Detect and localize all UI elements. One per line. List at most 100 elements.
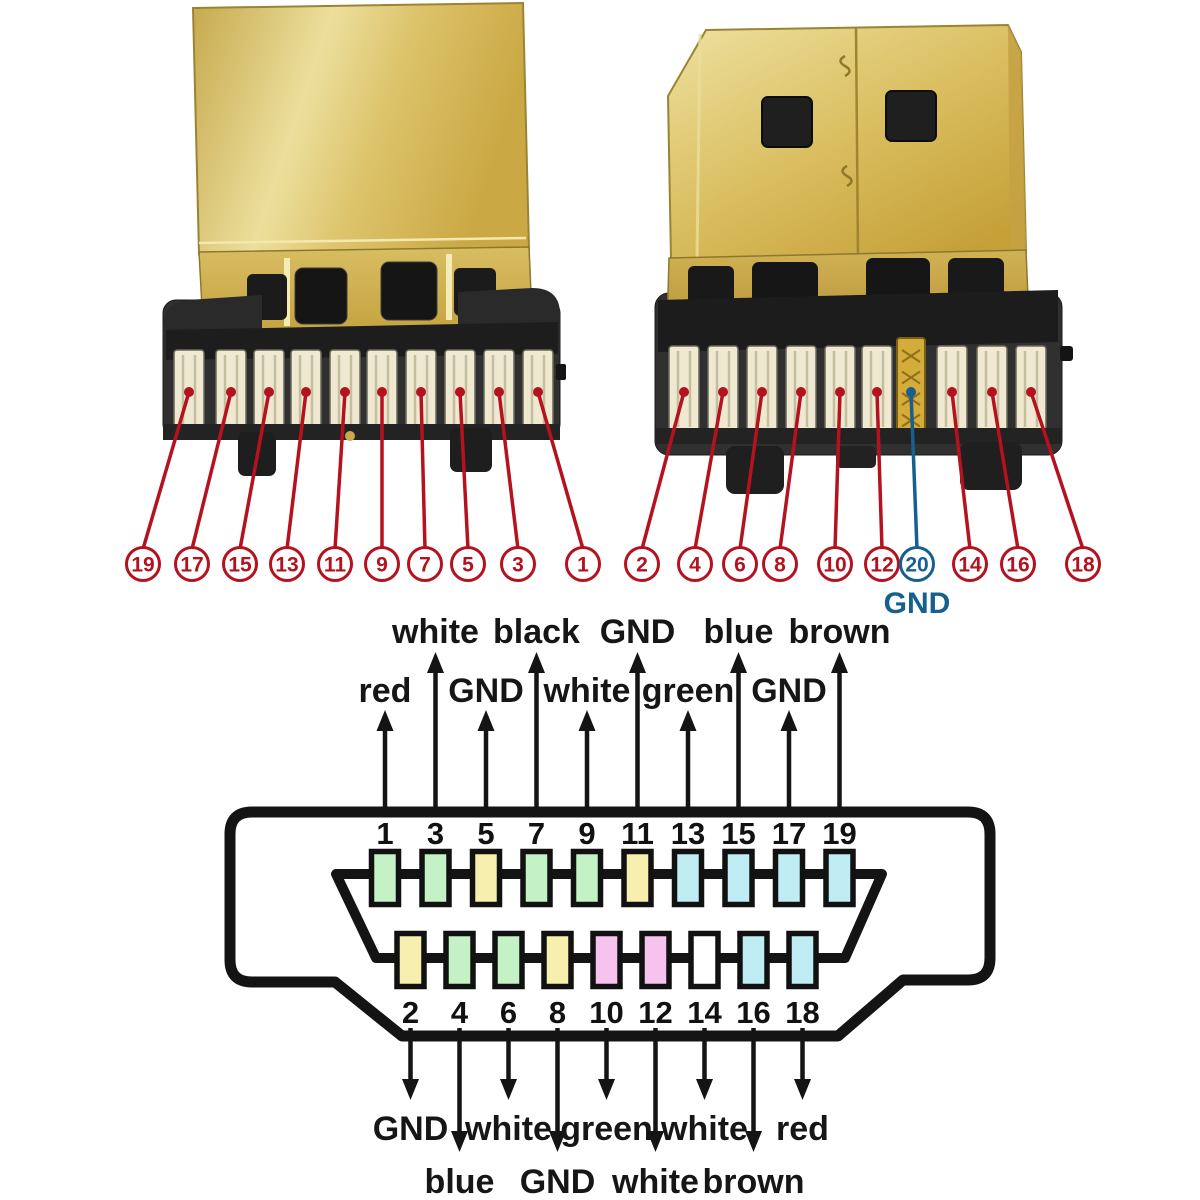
pin-callout-7 — [407, 546, 443, 582]
down-arrowhead — [549, 1131, 566, 1152]
pin-number-10: 10 — [589, 995, 623, 1030]
pin-callout-number: 15 — [228, 554, 252, 577]
pin-callout-1 — [565, 546, 601, 582]
pin-number-8: 8 — [549, 995, 566, 1030]
pin-callout-number: 17 — [180, 554, 203, 577]
pin-callout-19 — [125, 546, 161, 582]
down-arrowhead — [647, 1131, 664, 1152]
leader-dot — [947, 387, 957, 397]
pin-callout-number: 19 — [131, 554, 154, 577]
pin-callout-9 — [364, 546, 400, 582]
leader-line-pin-13 — [285, 391, 308, 550]
pin-callout-number: 12 — [870, 554, 893, 577]
plate-edge-highlight — [198, 236, 527, 245]
right-connector-photo — [654, 23, 1073, 494]
top-wire-arrows: redwhiteGNDblackwhiteGNDgreenblueGNDbrow… — [359, 613, 891, 814]
latch-cutout — [380, 261, 438, 321]
pin-callout-12 — [864, 546, 900, 582]
pin-number-14: 14 — [687, 995, 722, 1030]
leader-line-pin-7 — [419, 391, 427, 550]
pin-box-14 — [688, 930, 721, 990]
leader-dot — [416, 387, 426, 397]
pin-callout-number: 3 — [512, 554, 524, 577]
pin-callout-number: 7 — [419, 554, 431, 577]
wire-color-label-pin-15: blue — [704, 613, 774, 651]
pin-callout-5 — [450, 546, 486, 582]
pin-box-17 — [772, 848, 806, 908]
leader-line-pin-1 — [536, 391, 585, 550]
leader-dot — [1026, 387, 1036, 397]
leader-dot — [796, 387, 806, 397]
wire-color-label-pin-18: red — [776, 1110, 829, 1148]
leader-line-pin-16 — [990, 391, 1020, 550]
mount-foot — [960, 442, 1022, 490]
pin-number-7: 7 — [528, 816, 545, 851]
gold-screw — [345, 431, 355, 441]
wire-color-label-pin-1: red — [359, 672, 412, 710]
pin-callout-20 — [899, 546, 935, 582]
down-arrowhead — [794, 1079, 811, 1100]
up-arrowhead — [629, 652, 646, 673]
wire-color-label-pin-11: GND — [600, 613, 676, 651]
up-arrowhead — [679, 710, 697, 731]
pin-number-16: 16 — [736, 995, 770, 1030]
down-arrowhead — [696, 1079, 713, 1100]
gnd-shield-callout: GND — [884, 587, 951, 620]
down-arrowhead — [745, 1131, 762, 1152]
pin-box-4 — [443, 930, 476, 990]
stamp-mark — [841, 164, 853, 188]
wire-color-label-pin-9: white — [543, 672, 631, 710]
pin-callout-6 — [722, 546, 758, 582]
up-arrowhead — [831, 652, 848, 673]
pin-box-16 — [737, 930, 770, 990]
leader-line-pin-14 — [950, 391, 972, 550]
wire-color-label-pin-5: GND — [448, 672, 524, 710]
leader-dot — [264, 387, 274, 397]
pin-box-11 — [621, 848, 654, 908]
pin-box-18 — [786, 930, 819, 990]
leader-dot — [987, 387, 997, 397]
leader-line-pin-4 — [693, 391, 725, 550]
pin-callout-number: 1 — [577, 554, 589, 577]
leader-dot — [494, 387, 504, 397]
down-arrowhead — [402, 1079, 419, 1100]
pin-box-3 — [419, 848, 452, 908]
up-arrowhead — [376, 710, 394, 731]
shell-seam — [854, 27, 860, 257]
wire-color-label-pin-19: brown — [789, 613, 891, 651]
pin-box-19 — [823, 848, 856, 908]
pin-callout-number: 9 — [376, 554, 388, 577]
pin-box-15 — [722, 848, 755, 908]
pin-box-10 — [590, 930, 623, 990]
base-top-band — [658, 290, 1058, 352]
pin-callout-13 — [269, 546, 305, 582]
leader-dot — [455, 387, 465, 397]
down-arrowhead — [451, 1131, 468, 1152]
wire-color-label-pin-10: green — [560, 1110, 653, 1148]
gold-plug-body — [666, 23, 1028, 262]
wire-color-label-pin-17: GND — [751, 672, 827, 710]
latch-cutout — [294, 267, 348, 325]
pin-callout-4 — [677, 546, 713, 582]
leader-dot — [340, 387, 350, 397]
wire-color-label-pin-16: brown — [703, 1163, 805, 1200]
pin-callout-10 — [817, 546, 853, 582]
wire-color-label-pin-2: GND — [373, 1110, 449, 1148]
leader-line-pin-18 — [1029, 391, 1085, 550]
leader-line-pin-11 — [333, 391, 347, 550]
pin-callout-number: 13 — [275, 554, 298, 577]
leader-line-pin-3 — [497, 391, 520, 550]
pin-number-5: 5 — [477, 816, 494, 851]
leader-dot — [679, 387, 689, 397]
plug-hole — [761, 96, 813, 148]
up-arrowhead — [427, 652, 444, 673]
pin-number-4: 4 — [451, 995, 469, 1030]
leader-dot — [226, 387, 236, 397]
leader-dot — [757, 387, 767, 397]
leader-dot — [184, 387, 194, 397]
stamp-mark — [839, 54, 851, 78]
pin-box-7 — [520, 848, 553, 908]
wire-color-label-pin-12: white — [611, 1163, 699, 1200]
